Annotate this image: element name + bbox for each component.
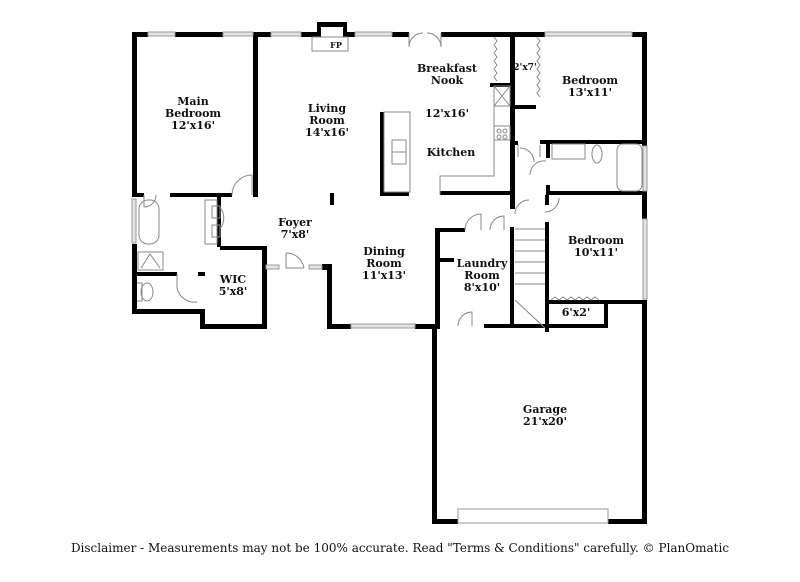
room-name: Living (307, 102, 347, 115)
room-dimensions: 14'x16' (305, 126, 349, 139)
room-name: Bedroom (567, 234, 625, 247)
room-bedroom-upper: Bedroom 13'x11' (562, 75, 618, 99)
room-dimensions: 10'x11' (574, 246, 618, 259)
room-living-room: Living Room 14'x16' (305, 103, 349, 139)
room-breakfast-nook-dimensions: 12'x16' (425, 107, 469, 120)
room-foyer: Foyer 7'x8' (278, 217, 312, 241)
room-name: Nook (430, 74, 464, 87)
room-dimensions: 7'x8' (280, 228, 310, 241)
room-laundry-room: Laundry Room 8'x10' (457, 258, 508, 294)
room-name: Breakfast (417, 62, 477, 75)
room-name: Room (464, 269, 500, 282)
room-name: Bedroom (561, 74, 619, 87)
windows (131, 31, 648, 524)
room-dimensions: 21'x20' (523, 415, 567, 428)
disclaimer-text: Disclaimer - Measurements may not be 100… (70, 541, 730, 555)
closet-6x2: 6'x2' (561, 306, 591, 319)
room-name: Bedroom (164, 107, 222, 120)
room-main-bedroom: Main Bedroom 12'x16' (165, 96, 221, 132)
fixtures (137, 32, 643, 329)
room-name: Dining (363, 245, 405, 258)
room-dimensions: 8'x10' (463, 281, 501, 294)
fireplace-label: FP (330, 40, 342, 50)
room-name: Garage (522, 403, 568, 416)
room-dimensions: 5'x8' (218, 285, 248, 298)
room-kitchen: Kitchen (426, 146, 476, 159)
room-name: Laundry (456, 257, 508, 270)
room-name: Main (177, 95, 209, 108)
room-breakfast-nook: Breakfast Nook (417, 63, 477, 87)
room-dimensions: 12'x16' (171, 119, 215, 132)
room-dimensions: 11'x13' (362, 269, 406, 282)
room-name: Foyer (278, 216, 312, 229)
room-dining-room: Dining Room 11'x13' (362, 246, 406, 282)
room-garage: Garage 21'x20' (523, 404, 567, 428)
closet-2x7: 2'x7' (513, 63, 537, 73)
room-name: WIC (219, 273, 247, 286)
room-name: Room (366, 257, 402, 270)
walls (132, 22, 647, 524)
room-wic: WIC 5'x8' (219, 274, 248, 298)
room-bedroom-lower: Bedroom 10'x11' (568, 235, 624, 259)
room-dimensions: 13'x11' (568, 86, 612, 99)
room-name: Room (309, 114, 345, 127)
